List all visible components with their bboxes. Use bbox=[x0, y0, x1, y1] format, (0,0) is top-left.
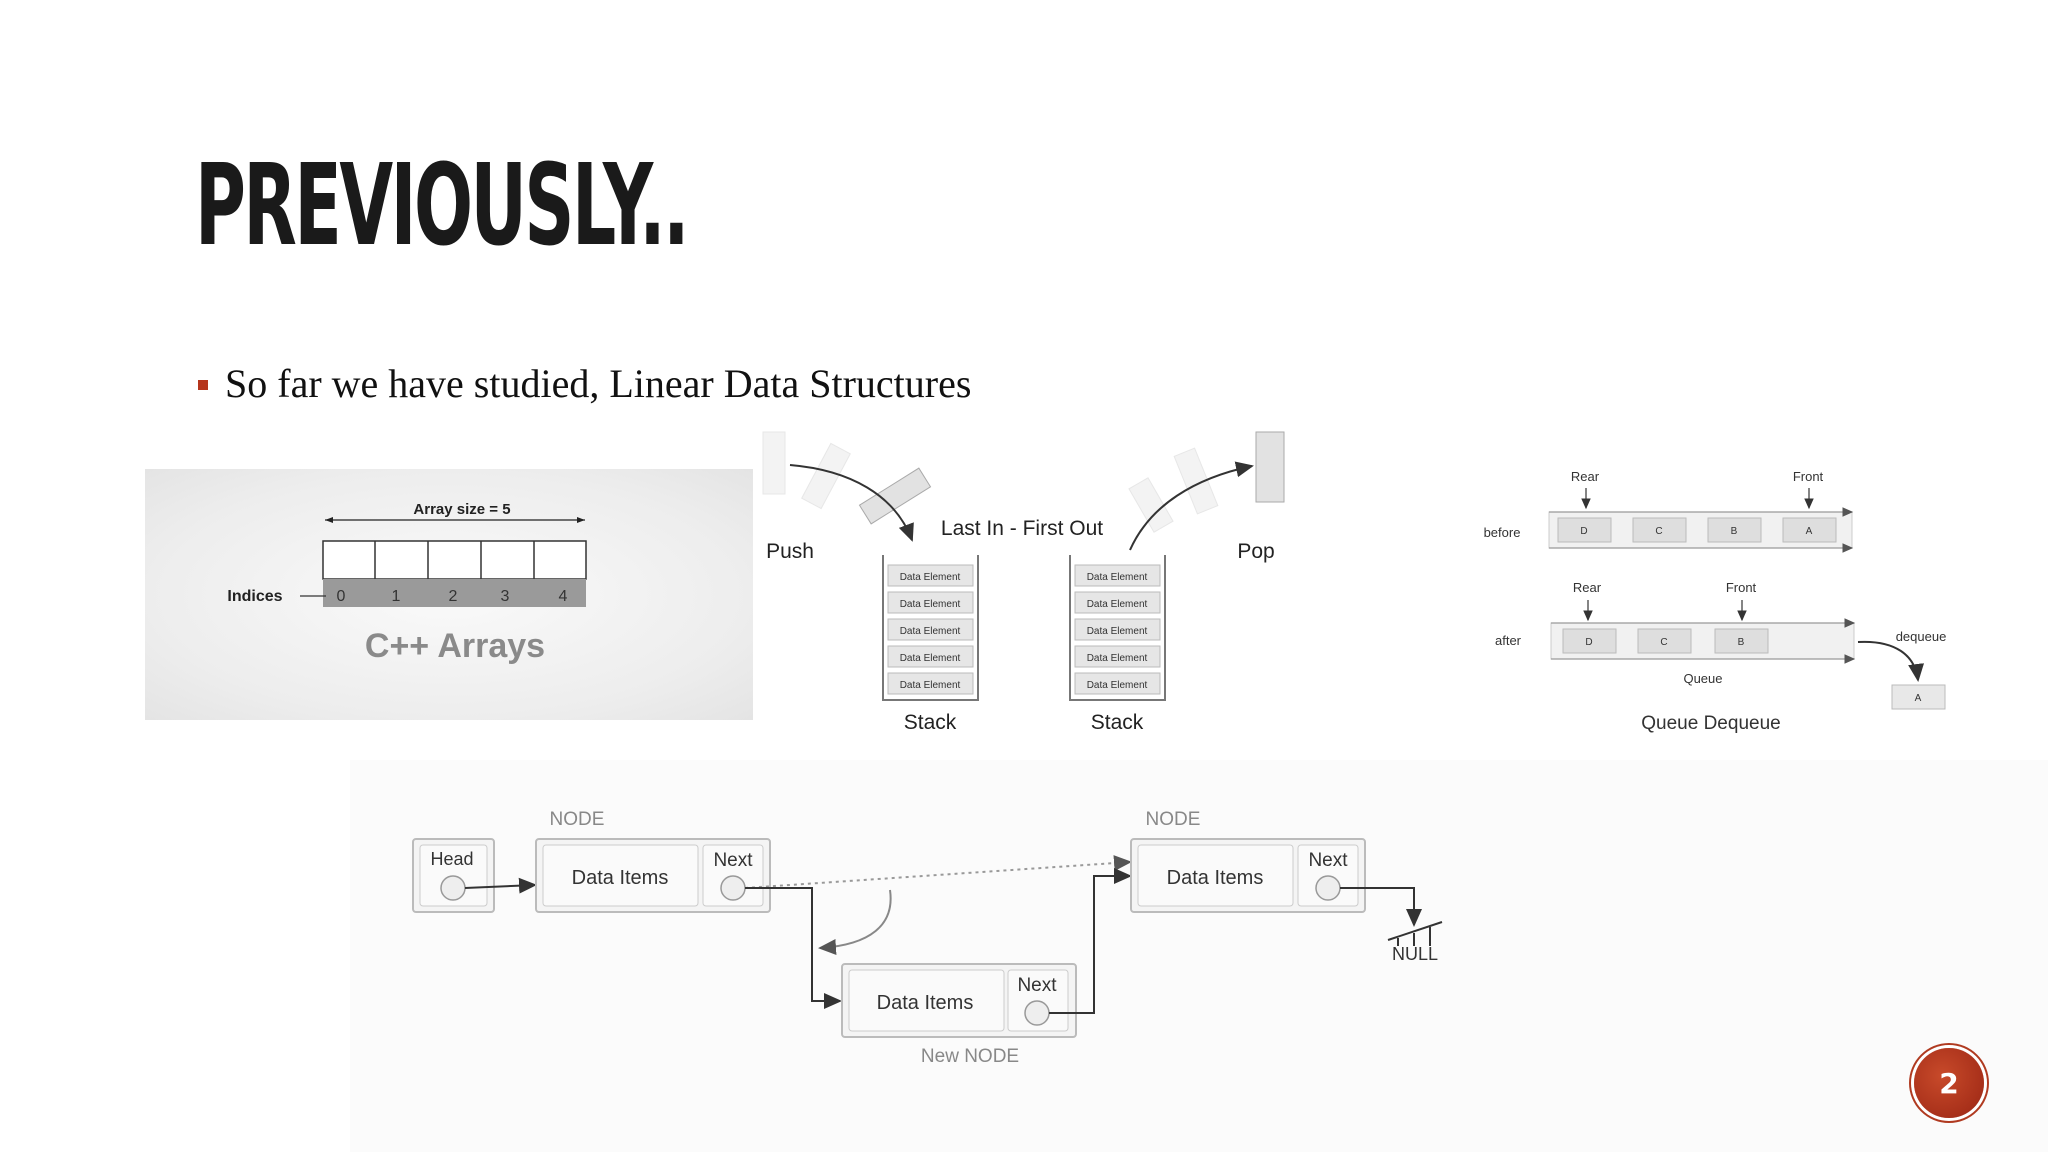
faded-push-elements bbox=[762, 431, 851, 510]
stack-right: Data Element Data Element Data Element D… bbox=[1069, 555, 1166, 734]
null-ground-icon bbox=[1387, 921, 1443, 946]
node-label: NODE bbox=[550, 809, 605, 830]
stack-element-label: Data Element bbox=[1087, 680, 1148, 691]
stack-element-label: Data Element bbox=[900, 599, 961, 610]
array-index-labels: 0 1 2 3 4 bbox=[337, 588, 568, 605]
queue-figure: before Rear Front D C B A after Rear Fro… bbox=[1484, 469, 1947, 734]
push-arrow bbox=[789, 464, 914, 542]
stack-left: Data Element Data Element Data Element D… bbox=[882, 555, 979, 734]
bullet-marker bbox=[198, 380, 208, 390]
array-index: 1 bbox=[392, 588, 401, 605]
queue-item: A bbox=[1806, 526, 1813, 537]
stack-element-label: Data Element bbox=[1087, 653, 1148, 664]
head-label: Head bbox=[430, 849, 473, 869]
pushing-element bbox=[858, 467, 932, 525]
array-indices-label: Indices bbox=[227, 588, 282, 605]
stack-element-label: Data Element bbox=[900, 626, 961, 637]
stack-label: Stack bbox=[904, 711, 957, 734]
pop-label: Pop bbox=[1237, 540, 1274, 563]
stack-label: Stack bbox=[1091, 711, 1144, 734]
data-items-label: Data Items bbox=[572, 867, 669, 889]
head-node: Head bbox=[412, 838, 495, 913]
queue-front-label: Front bbox=[1793, 469, 1824, 484]
queue-after-label: after bbox=[1495, 633, 1522, 648]
new-list-node: Data Items Next New NODE bbox=[841, 963, 1077, 1067]
stack-figure: Push Last In - First Out Data Element Da… bbox=[762, 431, 1285, 734]
dequeue-label: dequeue bbox=[1896, 629, 1947, 644]
push-label: Push bbox=[766, 540, 814, 563]
array-caption: C++ Arrays bbox=[365, 627, 545, 665]
next-label: Next bbox=[713, 850, 753, 871]
dequeued-item: A bbox=[1915, 693, 1922, 704]
new-node-label: New NODE bbox=[921, 1046, 1019, 1067]
queue-front-label: Front bbox=[1726, 580, 1757, 595]
queue-item: D bbox=[1580, 526, 1587, 537]
array-index: 3 bbox=[501, 588, 510, 605]
next-label: Next bbox=[1308, 850, 1348, 871]
list-node-2: Data Items Next bbox=[1130, 838, 1366, 913]
dequeue-arrow bbox=[1857, 640, 1925, 682]
faded-pop-elements bbox=[1128, 447, 1219, 533]
array-index: 4 bbox=[559, 588, 568, 605]
linked-list-figure-panel bbox=[350, 760, 2048, 1152]
bullet-text: So far we have studied, Linear Data Stru… bbox=[225, 361, 972, 406]
stack-element-label: Data Element bbox=[1087, 572, 1148, 583]
queue-rear-label: Rear bbox=[1573, 580, 1602, 595]
array-cells bbox=[322, 540, 587, 607]
array-size-label: Array size = 5 bbox=[413, 501, 510, 518]
data-items-label: Data Items bbox=[877, 992, 974, 1014]
stack-element-label: Data Element bbox=[1087, 626, 1148, 637]
node-label: NODE bbox=[1146, 809, 1201, 830]
queue-item: C bbox=[1655, 526, 1662, 537]
list-node-1: Data Items Next bbox=[535, 838, 771, 913]
data-items-label: Data Items bbox=[1167, 867, 1264, 889]
slide-title: PREVIOUSLY.. bbox=[195, 141, 690, 271]
queue-item: B bbox=[1738, 637, 1745, 648]
pop-arrow bbox=[1129, 461, 1254, 551]
queue-caption: Queue Dequeue bbox=[1641, 713, 1780, 734]
linked-list-figure: NODE NODE Head Data Items Next bbox=[412, 809, 1443, 1067]
popped-element bbox=[1255, 431, 1285, 503]
page-number-badge: 2 bbox=[1914, 1048, 1984, 1118]
null-label: NULL bbox=[1392, 944, 1438, 964]
queue-rear-label: Rear bbox=[1571, 469, 1600, 484]
next-label: Next bbox=[1017, 975, 1057, 996]
queue-item: D bbox=[1585, 637, 1592, 648]
stack-element-label: Data Element bbox=[900, 572, 961, 583]
array-figure: Array size = 5 Indices 0 1 2 3 4 C++ Arr… bbox=[227, 501, 587, 665]
array-index: 0 bbox=[337, 588, 346, 605]
queue-label: Queue bbox=[1683, 671, 1722, 686]
queue-before-label: before bbox=[1484, 525, 1521, 540]
stack-element-label: Data Element bbox=[1087, 599, 1148, 610]
queue-item: B bbox=[1731, 526, 1738, 537]
stack-element-label: Data Element bbox=[900, 680, 961, 691]
array-index: 2 bbox=[449, 588, 458, 605]
lifo-label: Last In - First Out bbox=[941, 517, 1103, 540]
stack-element-label: Data Element bbox=[900, 653, 961, 664]
queue-item: C bbox=[1660, 637, 1667, 648]
